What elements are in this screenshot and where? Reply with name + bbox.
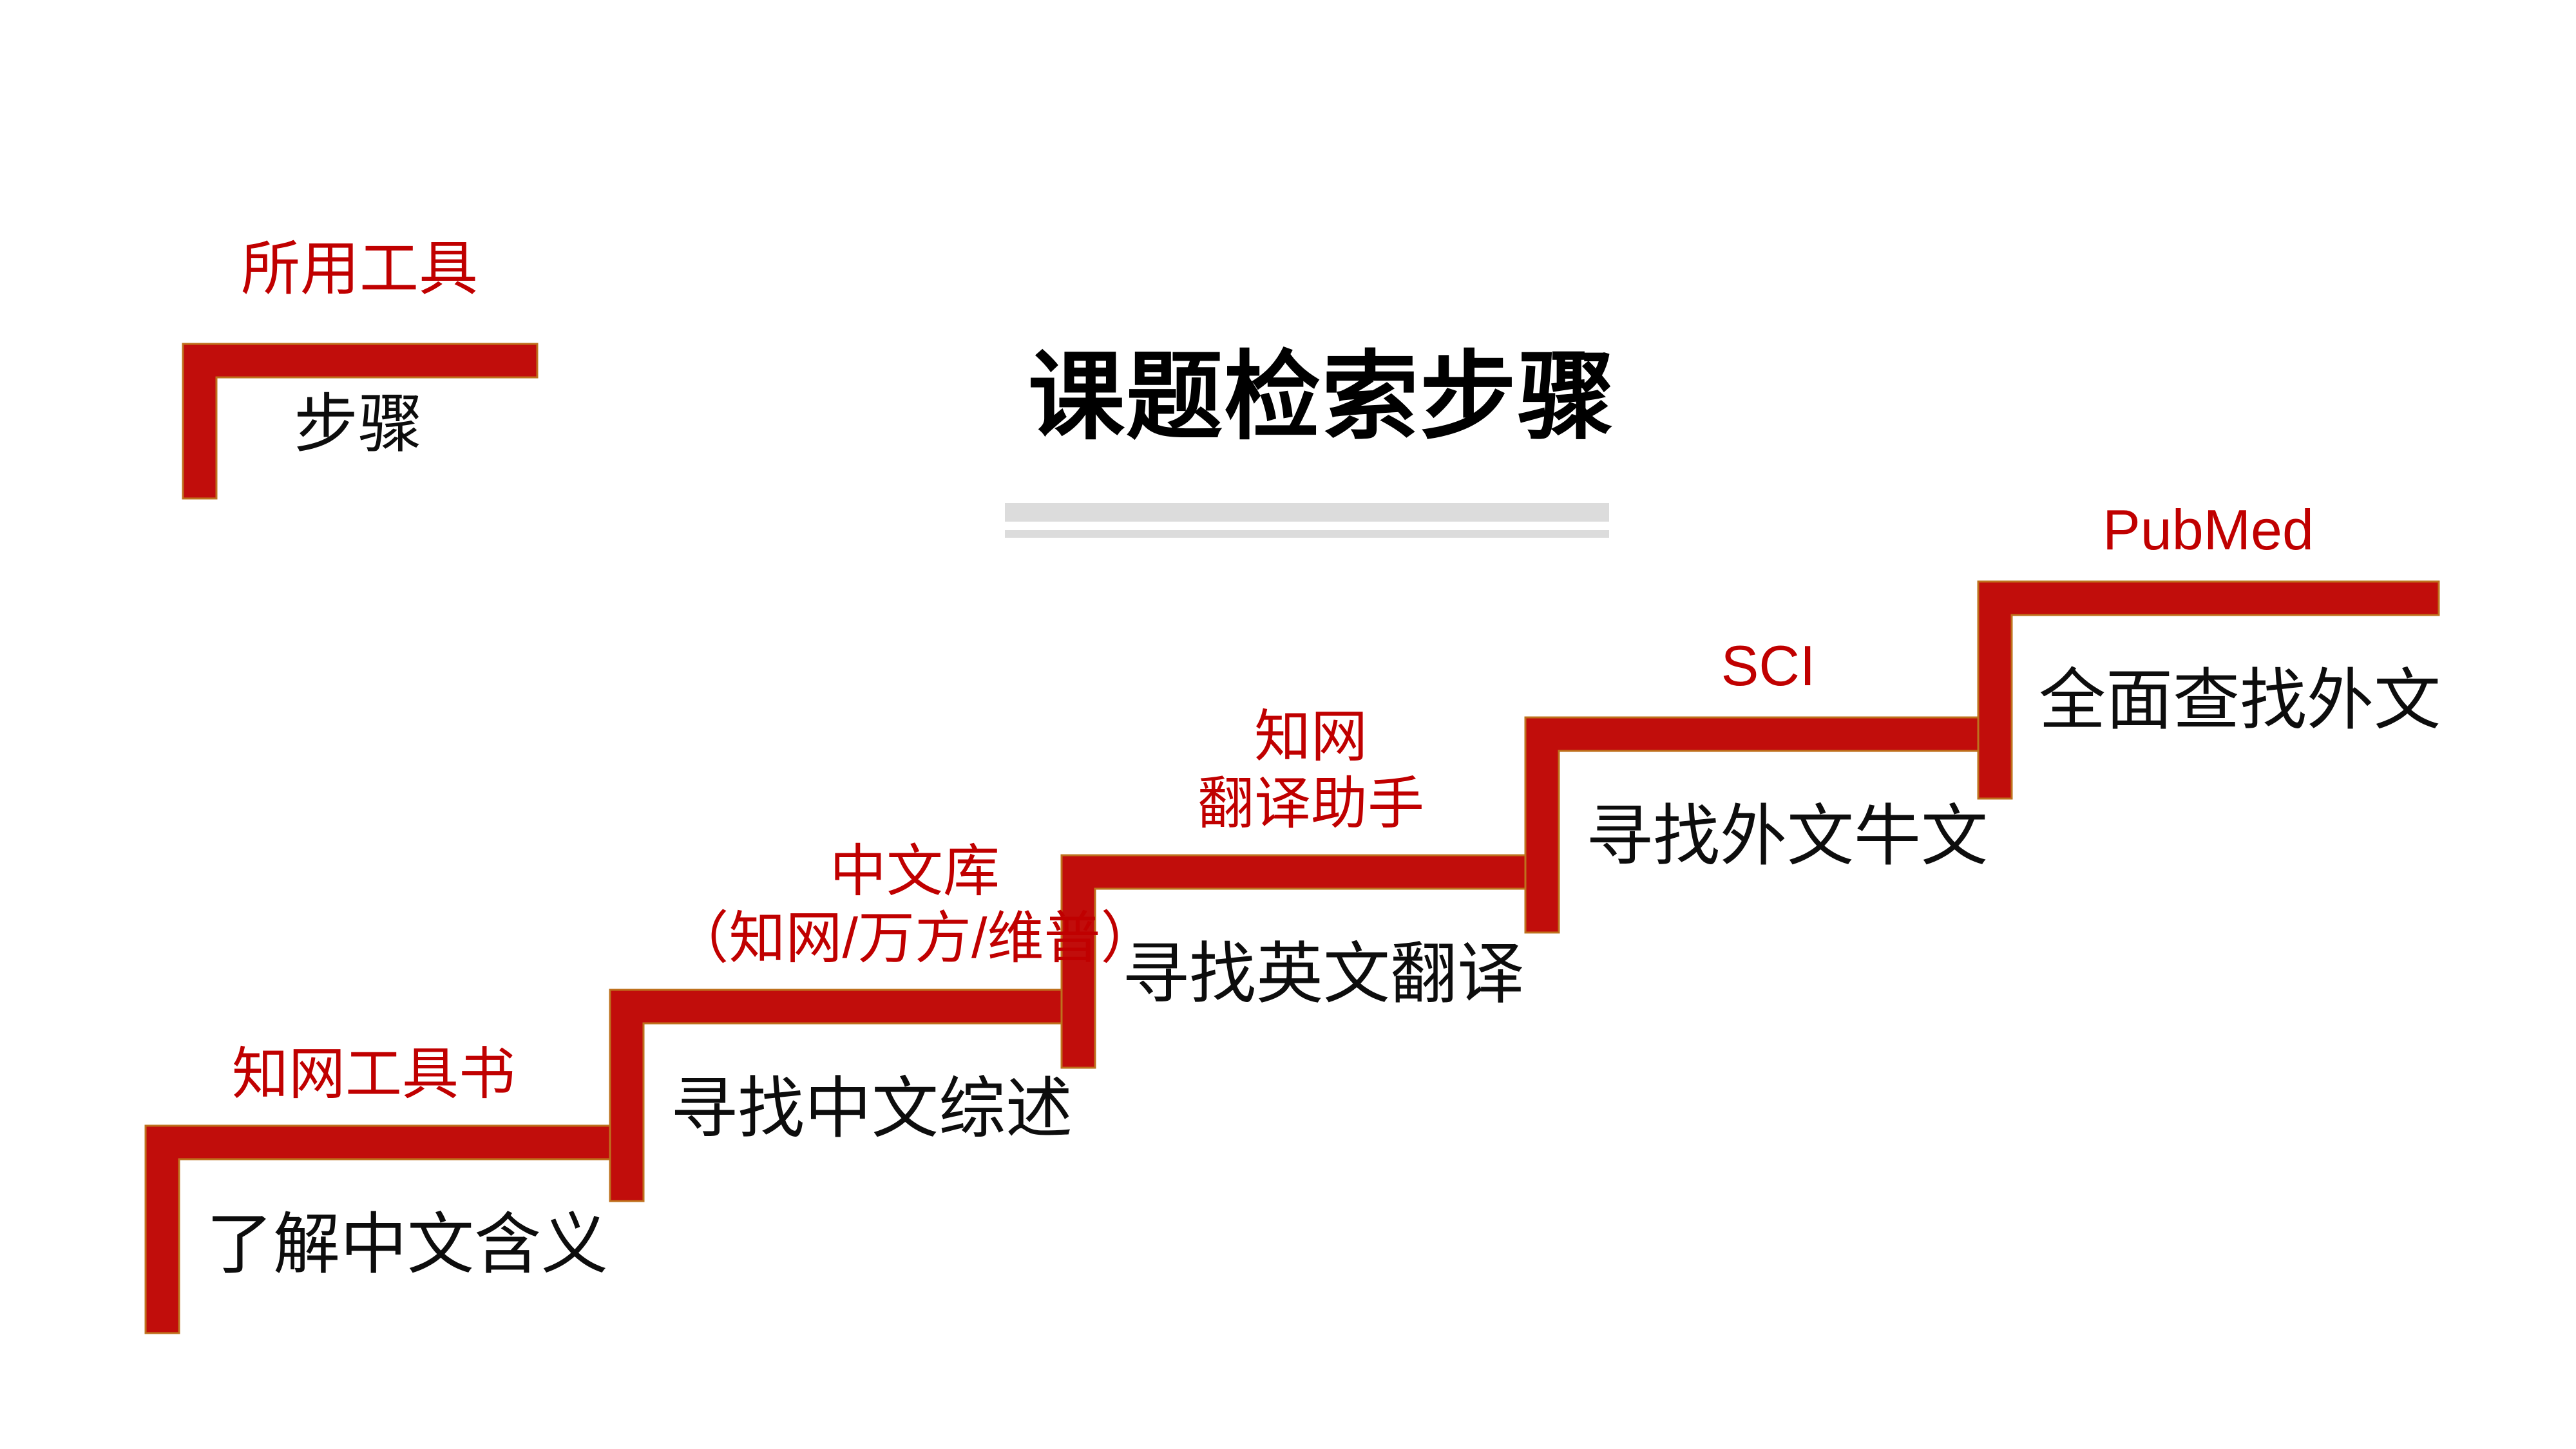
tool-label-line: 中文库 <box>829 839 1000 904</box>
step5-action-label: 全面查找外文 <box>2039 663 2441 738</box>
step2-tool-label: 中文库 （知网/万方/维普） <box>673 838 1158 972</box>
step5-shape <box>1977 580 2440 800</box>
step3-action-label: 寻找英文翻译 <box>1122 937 1525 1012</box>
tool-label-line: 翻译助手 <box>1197 772 1425 836</box>
tool-label-line: 知网工具书 <box>231 1042 516 1106</box>
page-title: 课题检索步骤 <box>1027 343 1616 451</box>
step5-tool-label: PubMed <box>2103 497 2314 564</box>
title-underline-thick <box>1005 503 1609 522</box>
tool-label-line: PubMed <box>2103 498 2314 562</box>
tool-label-line: SCI <box>1721 634 1816 698</box>
step2-action-label: 寻找中文综述 <box>671 1072 1073 1146</box>
step4-tool-label: SCI <box>1721 632 1816 699</box>
legend-step-shape <box>182 343 539 500</box>
step1-action-label: 了解中文含义 <box>206 1208 609 1282</box>
step4-action-label: 寻找外文牛文 <box>1586 799 1989 874</box>
tool-label-line: 知网 <box>1254 705 1368 769</box>
title-underline-thin <box>1005 530 1609 538</box>
legend-tools-label: 所用工具 <box>240 236 479 303</box>
step3-tool-label: 知网 翻译助手 <box>1197 703 1424 837</box>
legend-steps-label: 步骤 <box>294 388 423 460</box>
step1-tool-label: 知网工具书 <box>232 1041 515 1108</box>
tool-label-line: （知网/万方/维普） <box>672 906 1158 971</box>
